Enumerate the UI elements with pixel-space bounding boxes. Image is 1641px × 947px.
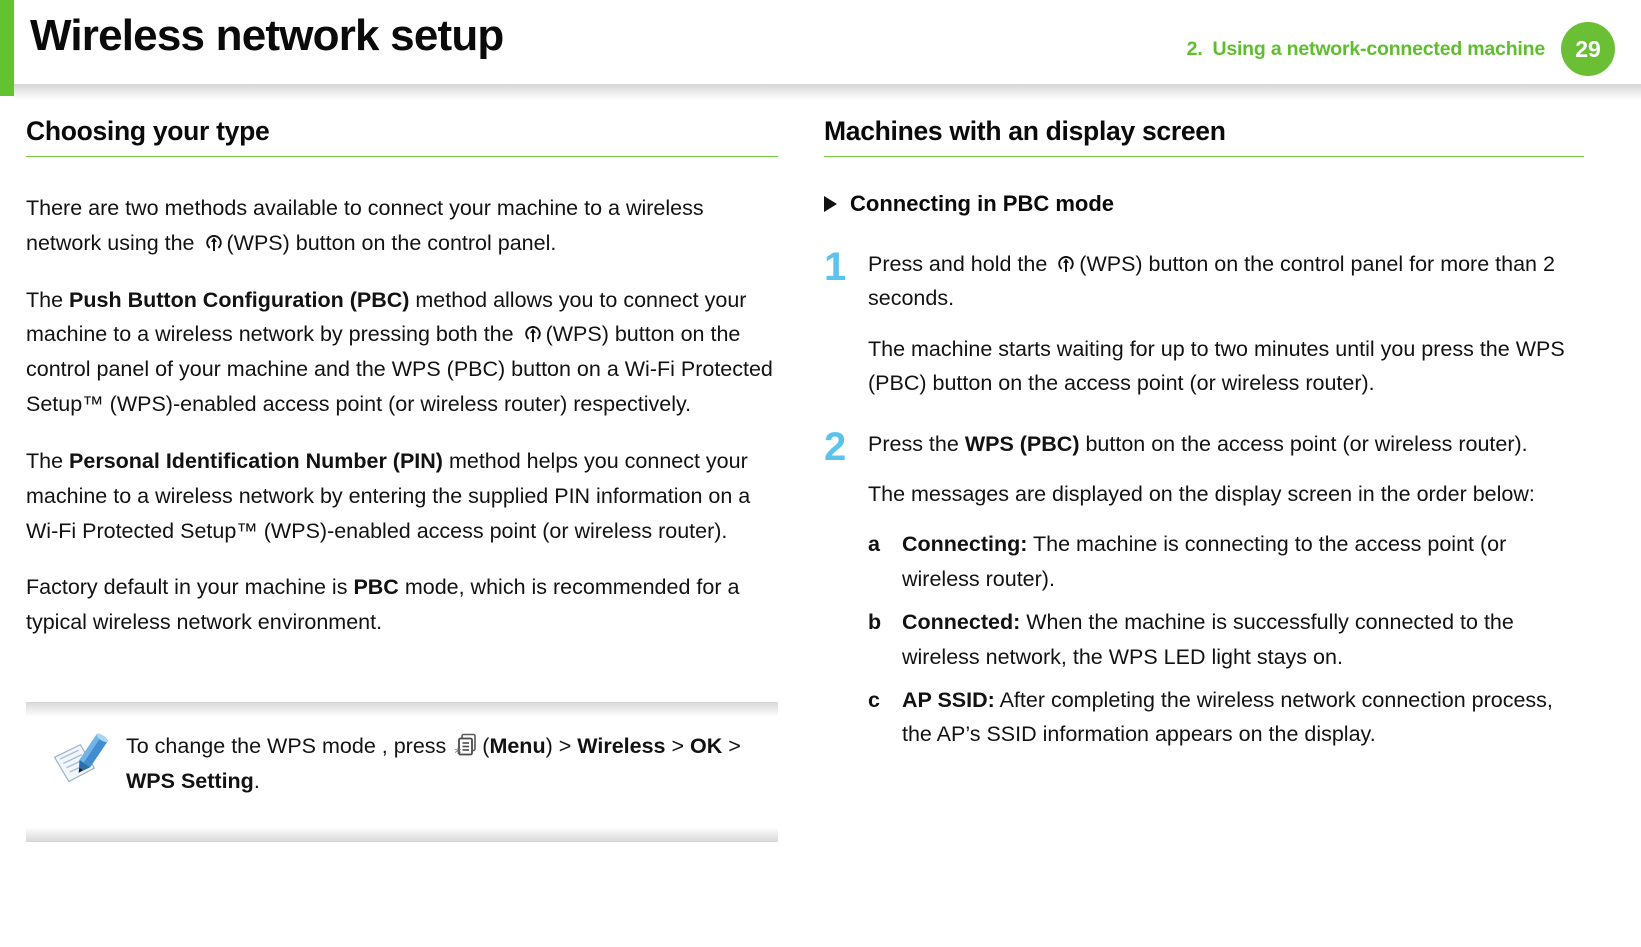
wps-icon — [1056, 254, 1076, 274]
list-item-term: Connecting: — [902, 532, 1028, 557]
list-item-text: Connecting: The machine is connecting to… — [902, 527, 1584, 596]
paragraph-pin: The Personal Identification Number (PIN)… — [26, 444, 778, 548]
step-2-main: Press the WPS (PBC) button on the access… — [868, 427, 1584, 461]
subsection-heading: Connecting in PBC mode — [824, 191, 1584, 217]
wps-icon — [204, 233, 224, 253]
pin-term: Personal Identification Number (PIN) — [69, 448, 443, 473]
pbc-term: Push Button Configuration (PBC) — [69, 287, 410, 312]
list-marker: c — [868, 687, 880, 712]
step-1-main: Press and hold the (WPS) button on the c… — [868, 247, 1584, 316]
factory-text-b: mode, which is recommended for a typical… — [26, 575, 740, 635]
step-2-text-a: Press the — [868, 431, 959, 456]
svg-text:*: * — [455, 746, 462, 759]
step-2-term: WPS (PBC) — [964, 431, 1080, 456]
step-1-extra: The machine starts waiting for up to two… — [868, 336, 1565, 396]
pin-lead: The — [26, 448, 64, 473]
step-body: Press the WPS (PBC) button on the access… — [868, 427, 1584, 761]
paragraph-intro: There are two methods available to conne… — [26, 191, 778, 261]
intro-text-b: (WPS) button on the control panel. — [226, 230, 557, 255]
pbc-lead: The — [26, 287, 64, 312]
note-wps-setting-label: WPS Setting — [126, 768, 254, 793]
step-1-text-a: Press and hold the — [868, 252, 1048, 276]
header-inner: Wireless network setup 2. Using a network… — [30, 0, 1641, 96]
step-body: Press and hold the (WPS) button on the c… — [868, 247, 1584, 401]
list-item-body: The machine is connecting to the access … — [902, 532, 1507, 591]
breadcrumb: 2. Using a network-connected machine — [1186, 37, 1546, 61]
list-item-text: Connected: When the machine is successfu… — [902, 605, 1584, 674]
list-item-term: Connected: — [902, 610, 1021, 635]
list-item-body: After completing the wireless network co… — [902, 687, 1553, 747]
right-section-heading: Machines with an display screen — [824, 116, 1584, 157]
list-item-term: AP SSID: — [902, 687, 995, 712]
step-number: 1 — [824, 245, 847, 289]
step-number: 2 — [824, 424, 847, 469]
list-item: c AP SSID: After completing the wireless… — [868, 683, 1584, 752]
note-separator-2: > — [728, 734, 741, 759]
right-column: Machines with an display screen Connecti… — [824, 116, 1584, 941]
note-wireless-label: Wireless — [577, 734, 666, 759]
step-2: 2 Press the WPS (PBC) button on the acce… — [824, 427, 1584, 761]
triangle-right-icon — [824, 196, 837, 212]
note-text-c: ) > — [545, 734, 572, 759]
chapter-number: 2. — [1186, 37, 1203, 60]
wps-icon — [523, 324, 543, 344]
paragraph-pbc: The Push Button Configuration (PBC) meth… — [26, 283, 778, 422]
note-separator-1: > — [671, 734, 685, 759]
list-item-text: AP SSID: After completing the wireless n… — [902, 683, 1584, 752]
paragraph-factory-default: Factory default in your machine is PBC m… — [26, 570, 778, 640]
pbc-text-b: (WPS) button on the control panel of you… — [26, 322, 773, 417]
header-green-accent-bar — [0, 0, 14, 96]
list-item-body: When the machine is successfully connect… — [902, 610, 1514, 669]
factory-text-a: Factory default in your machine is — [26, 575, 348, 600]
note-box: To change the WPS mode , press * (Menu) … — [26, 702, 778, 843]
list-item: a Connecting: The machine is connecting … — [868, 527, 1584, 596]
left-section-heading: Choosing your type — [26, 116, 778, 157]
note-ok-label: OK — [690, 734, 723, 759]
step-1: 1 Press and hold the (WPS) button on the… — [824, 247, 1584, 401]
note-text: To change the WPS mode , press * (Menu) … — [126, 729, 764, 799]
pbc-text-a: method allows you to connect your machin… — [26, 287, 747, 347]
note-text-a: To change the WPS mode , press — [126, 734, 447, 759]
list-marker: a — [868, 532, 880, 557]
message-list: a Connecting: The machine is connecting … — [868, 527, 1584, 751]
content-columns: Choosing your type There are two methods… — [0, 96, 1641, 941]
step-2-text-b: button on the access point (or wireless … — [1085, 431, 1528, 456]
left-column: Choosing your type There are two methods… — [26, 116, 778, 941]
list-item: b Connected: When the machine is success… — [868, 605, 1584, 674]
chapter-title: Using a network-connected machine — [1212, 37, 1545, 60]
page-title: Wireless network setup — [30, 11, 504, 60]
step-1-text-b: (WPS) button on the control panel for mo… — [868, 252, 1555, 311]
step-2-extra: The messages are displayed on the displa… — [868, 481, 1535, 506]
menu-icon: * — [454, 733, 478, 762]
note-pencil-icon — [50, 731, 112, 789]
header-right-group: 2. Using a network-connected machine 29 — [1187, 0, 1641, 76]
note-menu-label: Menu — [489, 734, 546, 759]
list-marker: b — [868, 610, 882, 635]
pin-text: method helps you connect your machine to… — [26, 448, 751, 543]
note-text-b: ( — [482, 734, 490, 759]
note-text-end: . — [253, 768, 260, 793]
page-number-badge: 29 — [1561, 22, 1615, 76]
intro-text-a: There are two methods available to conne… — [26, 196, 704, 255]
page-header: Wireless network setup 2. Using a network… — [0, 0, 1641, 100]
subsection-heading-label: Connecting in PBC mode — [850, 191, 1114, 216]
factory-term: PBC — [353, 575, 399, 600]
